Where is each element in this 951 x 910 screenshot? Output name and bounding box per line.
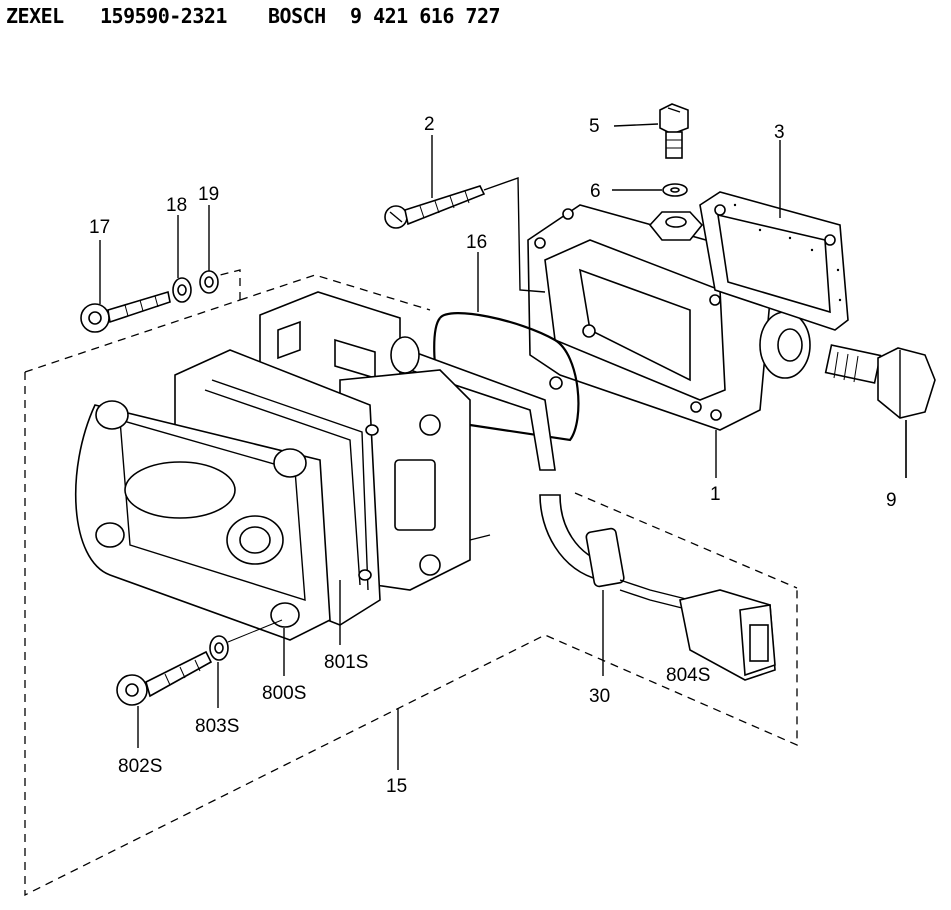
hose-and-connector <box>539 494 776 681</box>
screw-part-5 <box>613 103 689 159</box>
callout-803s: 803S <box>195 716 239 737</box>
washer-part-6 <box>612 183 688 197</box>
callout-1: 1 <box>710 484 721 505</box>
callout-19: 19 <box>198 184 219 205</box>
callout-801s: 801S <box>324 652 368 673</box>
brand-bosch: BOSCH <box>268 4 326 28</box>
bosch-part-number: 9 421 616 727 <box>350 4 501 28</box>
gasket-part-3 <box>699 140 849 331</box>
washer-part-18 <box>172 215 192 303</box>
washer-part-19 <box>199 205 219 294</box>
callout-800s: 800S <box>262 683 306 704</box>
callout-804s: 804S <box>666 665 710 686</box>
hex-nut <box>648 211 704 241</box>
callout-2: 2 <box>424 114 435 135</box>
screw-part-2 <box>384 135 546 293</box>
washer-part-803s <box>209 619 283 708</box>
callout-16: 16 <box>466 232 487 253</box>
brand-zexel: ZEXEL <box>6 4 64 28</box>
assembly-boundary-dashed <box>24 269 798 897</box>
callout-17: 17 <box>89 217 110 238</box>
callout-6: 6 <box>590 181 601 202</box>
callout-3: 3 <box>774 122 785 143</box>
bolt-part-17 <box>80 240 171 333</box>
callout-5: 5 <box>589 116 600 137</box>
bolt-part-802s <box>116 650 213 748</box>
callout-30: 30 <box>589 686 610 707</box>
callout-802s: 802S <box>118 756 162 777</box>
zexel-part-number: 159590-2321 <box>100 4 227 28</box>
callout-18: 18 <box>166 195 187 216</box>
callout-9: 9 <box>886 490 897 511</box>
drawing-header: ZEXEL 159590-2321 BOSCH 9 421 616 727 <box>0 4 951 30</box>
callout-15: 15 <box>386 776 407 797</box>
actuator-assembly-body <box>75 291 556 641</box>
bolt-part-9 <box>824 344 936 478</box>
